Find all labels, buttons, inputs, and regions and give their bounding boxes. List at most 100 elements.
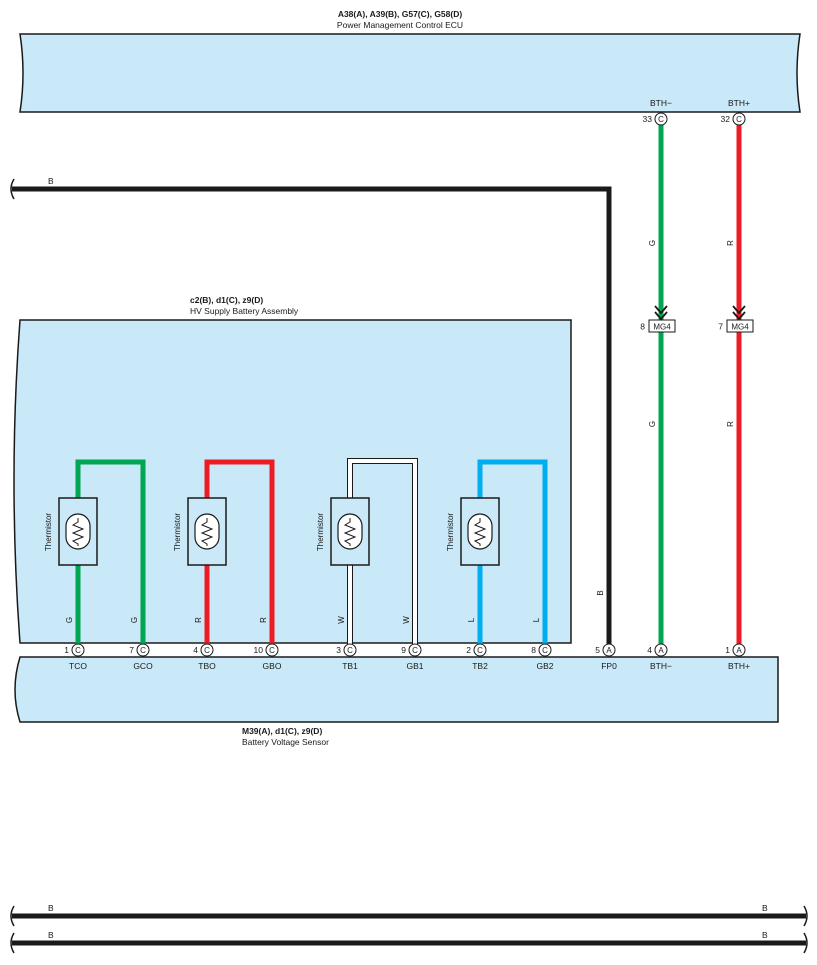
sensor-pin-num-GB1: 9 <box>401 645 406 655</box>
ecu-box <box>19 33 801 113</box>
sensor-terminal-BTH+: BTH+ <box>728 661 750 671</box>
break-mark-top <box>10 178 15 200</box>
sensor-pin-connector-GBO: C <box>269 646 275 655</box>
sensor-pin-circle-TB1 <box>343 643 357 657</box>
sensor-pin-connector-GB1: C <box>412 646 418 655</box>
sensor-terminal-TBO: TBO <box>198 661 216 671</box>
sensor-pin-circle-GCO <box>136 643 150 657</box>
junction-label-bth-minus: MG4 <box>653 323 671 332</box>
sensor-name: Battery Voltage Sensor <box>242 737 329 747</box>
wire-label-bottom2-right: B <box>762 930 768 940</box>
ecu-pin-num-33: 33 <box>643 114 653 124</box>
sensor-pin-circle-GBO <box>265 643 279 657</box>
thermistor-zigzag-4 <box>473 518 487 546</box>
junction-pin-bth-minus: 8 <box>640 322 645 332</box>
junction-arrow-bth-plus <box>732 305 746 321</box>
break-mark-bottom-2-right <box>803 932 808 954</box>
wire-ground-fp0 <box>12 186 612 648</box>
sensor-pin-connector-GCO: C <box>140 646 146 655</box>
sensor-terminal-GB1: GB1 <box>406 661 423 671</box>
sensor-pin-num-GCO: 7 <box>129 645 134 655</box>
sensor-pin-num-TB2: 2 <box>466 645 471 655</box>
ecu-pin-connector-33: C <box>658 115 664 124</box>
sensor-terminal-TB2: TB2 <box>472 661 488 671</box>
sensor-terminal-GCO: GCO <box>133 661 153 671</box>
wire-label-ground-top: B <box>48 176 54 186</box>
ecu-terminal-bth-plus: BTH+ <box>728 98 750 108</box>
wire-label-bth-minus-lower: G <box>648 421 657 427</box>
thermistor-zigzag-1 <box>71 518 85 546</box>
junction-box-bth-plus <box>726 319 754 333</box>
wire-label-bottom2-left: B <box>48 930 54 940</box>
sensor-pin-connector-BTH+: A <box>736 646 742 655</box>
break-mark-bottom-1-right <box>803 905 808 927</box>
sensor-terminal-BTH−: BTH− <box>650 661 672 671</box>
break-mark-bottom-1-left <box>10 905 15 927</box>
sensor-pin-connector-BTH−: A <box>658 646 664 655</box>
sensor-pins: C1TCOC7GCOC4TBOC10GBOC3TB1C9GB1C2TB2C8GB… <box>64 643 750 671</box>
wire-label-bottom1-right: B <box>762 903 768 913</box>
sensor-pin-connector-FP0: A <box>606 646 612 655</box>
ecu-pin-circle-33 <box>654 112 668 126</box>
sensor-terminal-TCO: TCO <box>69 661 87 671</box>
wire-label-gco: G <box>130 617 139 623</box>
sensor-pin-connector-TB2: C <box>477 646 483 655</box>
wire-label-tb2: L <box>467 617 476 622</box>
wire-label-bth-plus-upper: R <box>726 240 735 246</box>
sensor-pin-circle-BTH− <box>654 643 668 657</box>
battery-assembly-box <box>13 319 572 644</box>
thermistor-zigzag-3 <box>343 518 357 546</box>
break-mark-bottom-2-left <box>10 932 15 954</box>
sensor-pin-circle-TCO <box>71 643 85 657</box>
ecu-terminal-bth-minus: BTH− <box>650 98 672 108</box>
wire-label-bth-plus-lower: R <box>726 421 735 427</box>
sensor-pin-num-GBO: 10 <box>254 645 264 655</box>
thermistor-label-1: Thermistor <box>44 513 53 552</box>
ecu-name: Power Management Control ECU <box>337 20 463 30</box>
wire-label-tco: G <box>65 617 74 623</box>
sensor-pin-num-TB1: 3 <box>336 645 341 655</box>
sensor-pin-circle-GB2 <box>538 643 552 657</box>
wire-label-tb1: W <box>337 616 346 624</box>
sensor-pin-circle-TBO <box>200 643 214 657</box>
thermistor-zigzag-2 <box>200 518 214 546</box>
wire-label-bottom1-left: B <box>48 903 54 913</box>
sensor-pin-num-TBO: 4 <box>193 645 198 655</box>
ecu-pin-num-32: 32 <box>721 114 731 124</box>
thermistor-label-3: Thermistor <box>316 513 325 552</box>
sensor-codes: M39(A), d1(C), z9(D) <box>242 726 322 736</box>
junction-arrow-bth-minus <box>654 305 668 321</box>
sensor-pin-circle-GB1 <box>408 643 422 657</box>
sensor-pin-circle-BTH+ <box>732 643 746 657</box>
sensor-pin-connector-TB1: C <box>347 646 353 655</box>
sensor-pin-circle-FP0 <box>602 643 616 657</box>
thermistor-label-2: Thermistor <box>173 513 182 552</box>
sensor-pin-circle-TB2 <box>473 643 487 657</box>
sensor-terminal-GB2: GB2 <box>536 661 553 671</box>
junction-box-bth-minus <box>648 319 676 333</box>
sensor-pin-connector-TBO: C <box>204 646 210 655</box>
wire-label-gb2: L <box>532 617 541 622</box>
thermistor-label-4: Thermistor <box>446 513 455 552</box>
ecu-pin-connector-32: C <box>736 115 742 124</box>
wire-label-tbo: R <box>194 617 203 623</box>
sensor-terminal-TB1: TB1 <box>342 661 358 671</box>
ecu-pin-circle-32 <box>732 112 746 126</box>
wire-label-fp0: B <box>596 590 605 595</box>
battery-assembly-codes: c2(B), d1(C), z9(D) <box>190 295 263 305</box>
sensor-terminal-FP0: FP0 <box>601 661 617 671</box>
junction-label-bth-plus: MG4 <box>731 323 749 332</box>
wire-label-bth-minus-upper: G <box>648 240 657 246</box>
sensor-pin-num-GB2: 8 <box>531 645 536 655</box>
sensor-pin-connector-GB2: C <box>542 646 548 655</box>
sensor-pin-num-FP0: 5 <box>595 645 600 655</box>
sensor-box <box>14 656 779 723</box>
ecu-codes: A38(A), A39(B), G57(C), G58(D) <box>338 9 463 19</box>
junction-pin-bth-plus: 7 <box>718 322 723 332</box>
sensor-pin-num-BTH−: 4 <box>647 645 652 655</box>
sensor-pin-num-BTH+: 1 <box>725 645 730 655</box>
wire-label-gbo: R <box>259 617 268 623</box>
sensor-terminal-GBO: GBO <box>263 661 282 671</box>
